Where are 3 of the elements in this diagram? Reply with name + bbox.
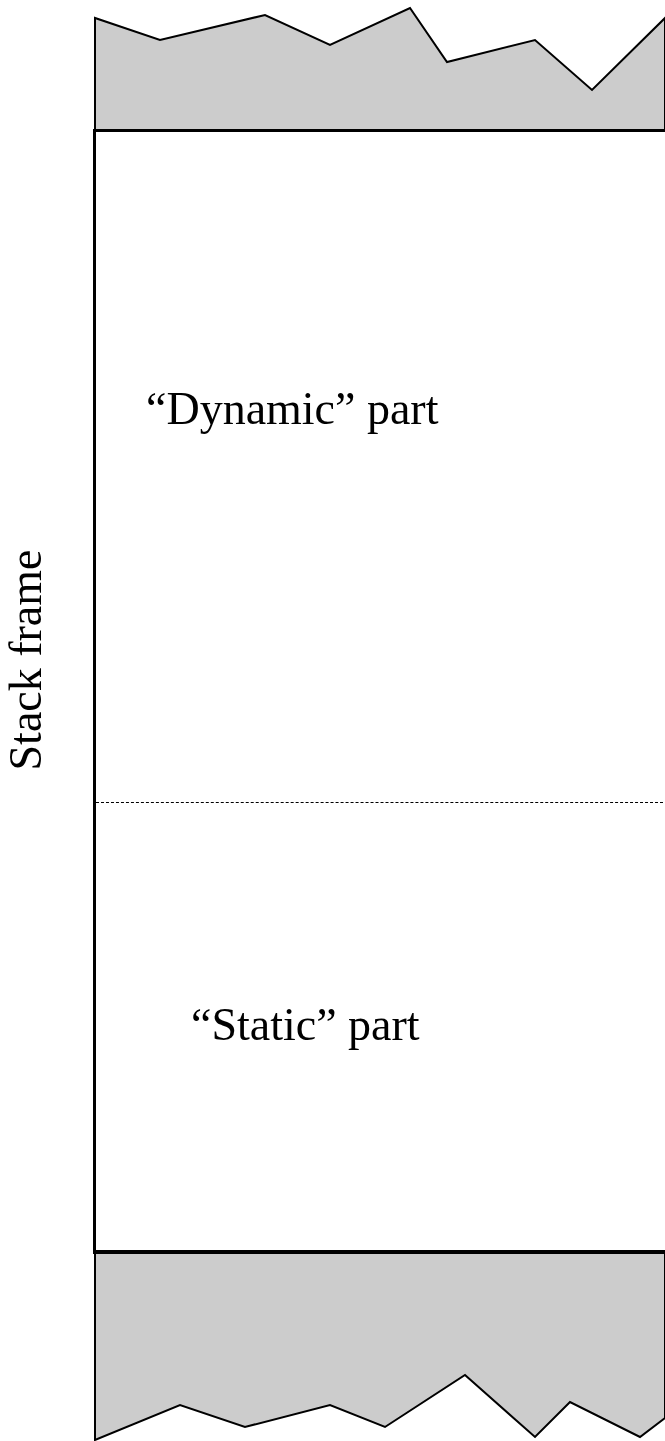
region-label: “Static” part	[191, 998, 420, 1051]
frame-label: Stack frame	[0, 548, 52, 773]
region-label: “Dynamic” part	[146, 382, 439, 435]
